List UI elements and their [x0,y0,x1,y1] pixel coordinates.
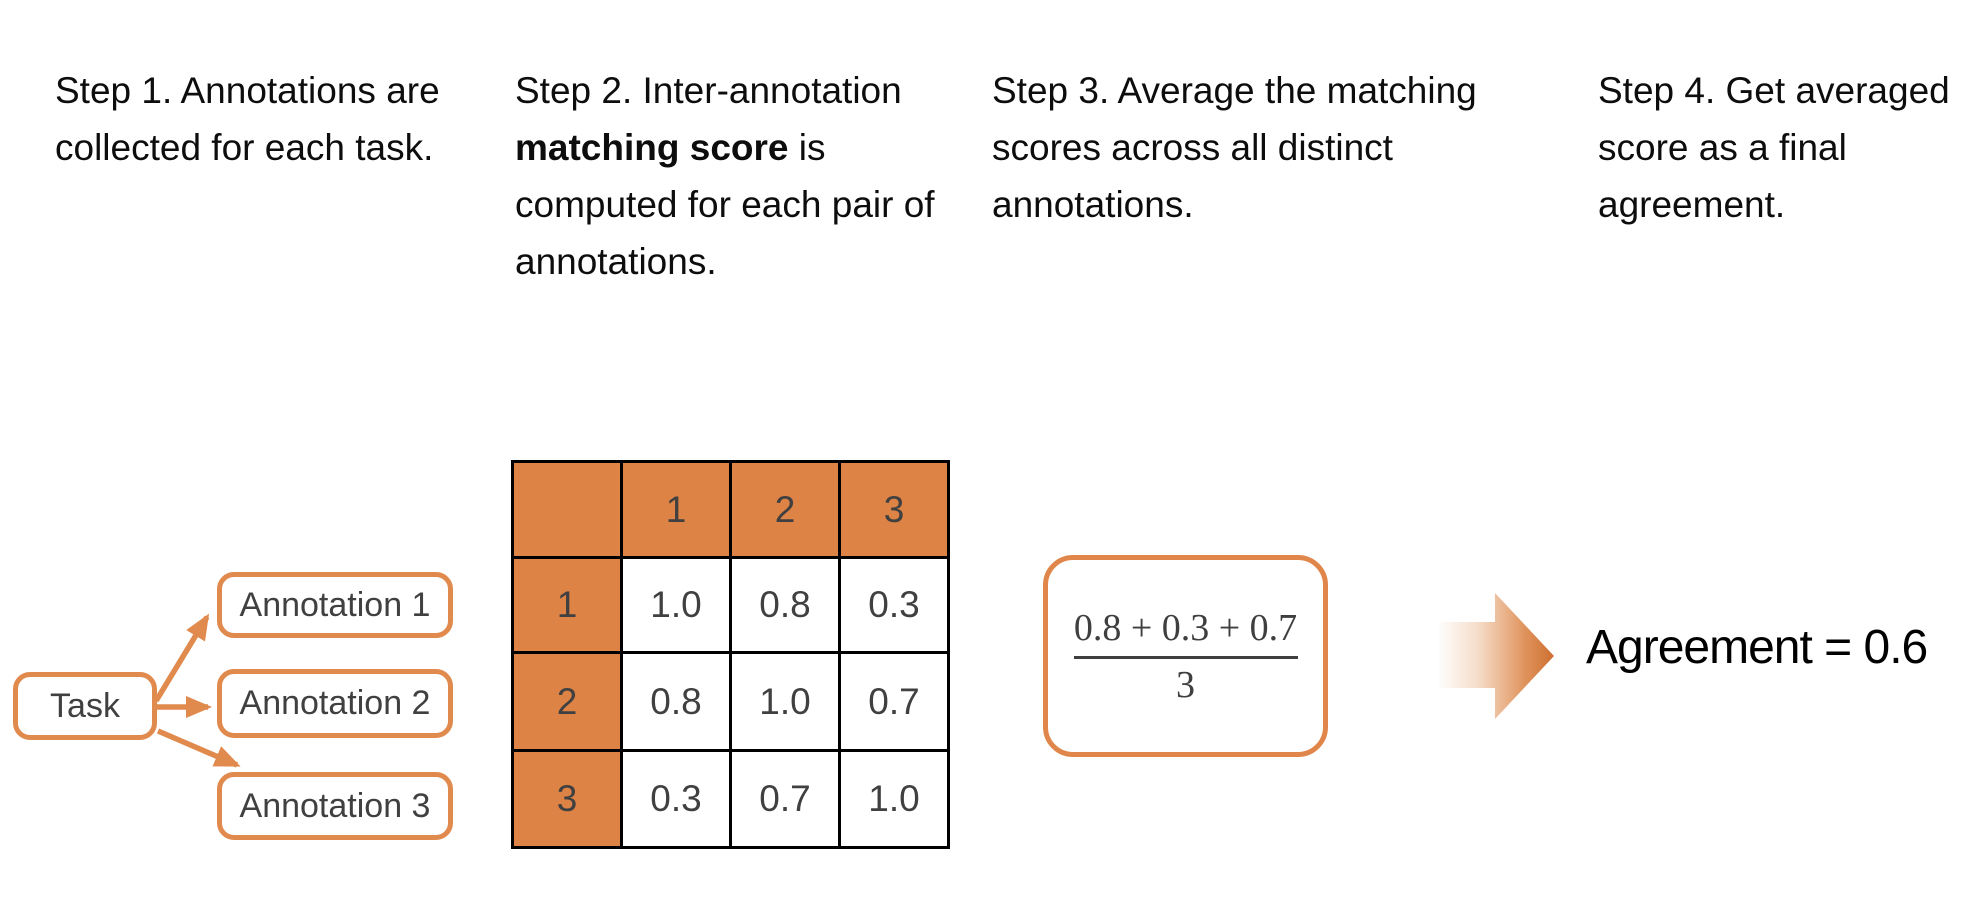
table-cell: 0.7 [838,651,950,752]
table-row: 2 0.8 1.0 0.7 [511,651,950,752]
step-line: annotations. [992,184,1194,225]
step-line: computed for each pair of [515,184,935,225]
table-col-header: 2 [729,460,841,559]
annotation-3-label: Annotation 3 [239,786,431,825]
step-line: matching score is [515,119,935,176]
agreement-result-text: Agreement = 0.6 [1586,621,1928,674]
table-cell: 0.8 [729,556,841,654]
task-to-annotation3-arrow-icon [156,728,241,768]
table-cell: 1.0 [838,749,950,849]
step-line: annotations. [515,241,717,282]
table-header-row: 1 2 3 [511,460,950,559]
table-cell: 0.3 [838,556,950,654]
step-line: Step 1. Annotations are [55,70,440,111]
table-row: 3 0.3 0.7 1.0 [511,749,950,849]
step-line: Step 3. Average the matching [992,70,1477,111]
annotation-1-label: Annotation 1 [239,585,431,624]
annotation-3-box: Annotation 3 [217,772,453,840]
table-col-header: 1 [620,460,732,559]
average-formula-box: 0.8 + 0.3 + 0.7 3 [1043,555,1328,757]
step-3-text: Step 3. Average the matching scores acro… [992,62,1477,233]
annotation-1-box: Annotation 1 [217,572,453,638]
step-line: Step 2. Inter-annotation [515,70,902,111]
annotation-2-box: Annotation 2 [217,669,453,738]
table-row-header: 1 [511,556,623,654]
step-4-text: Step 4. Get averaged score as a final ag… [1598,62,1950,233]
step-line: agreement. [1598,184,1786,225]
table-col-header: 3 [838,460,950,559]
matching-score-table: 1 2 3 1 1.0 0.8 0.3 2 0.8 1.0 0.7 3 0.3 … [511,460,950,849]
step-line: scores across all distinct [992,127,1393,168]
table-row-header: 3 [511,749,623,849]
table-cell: 0.7 [729,749,841,849]
flow-arrow-icon [1438,593,1554,719]
matching-score-bold: matching score [515,127,789,168]
table-cell: 1.0 [729,651,841,752]
table-corner-cell [511,460,623,559]
step-line: score as a final [1598,127,1847,168]
task-to-annotation1-arrow-icon [153,613,210,703]
table-cell: 0.8 [620,651,732,752]
formula-numerator: 0.8 + 0.3 + 0.7 [1073,606,1298,649]
annotation-2-label: Annotation 2 [239,684,431,722]
task-box: Task [13,672,157,740]
step-2-text: Step 2. Inter-annotation matching score … [515,62,935,290]
table-cell: 1.0 [620,556,732,654]
table-row: 1 1.0 0.8 0.3 [511,556,950,654]
step-line: Step 4. Get averaged [1598,70,1950,111]
task-label: Task [50,686,120,725]
step-line: collected for each task. [55,127,434,168]
table-row-header: 2 [511,651,623,752]
table-cell: 0.3 [620,749,732,849]
fraction-bar [1073,655,1298,659]
step-1-text: Step 1. Annotations are collected for ea… [55,62,440,176]
step-line-suffix: is [788,127,826,168]
formula-denominator: 3 [1176,663,1195,706]
